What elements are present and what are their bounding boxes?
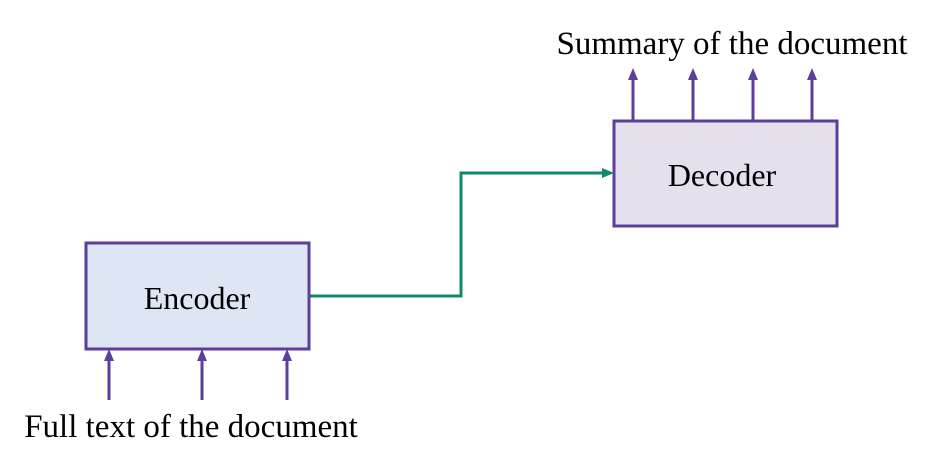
output-arrows — [628, 68, 817, 120]
encoder-box — [84, 241, 311, 351]
input-label: Full text of the document — [24, 409, 358, 445]
decoder-box — [612, 119, 839, 228]
output-label: Summary of the document — [556, 26, 907, 62]
input-arrow-1-head — [104, 349, 114, 361]
output-arrow-1-head — [628, 68, 638, 80]
encoder-to-decoder-connector — [309, 171, 603, 298]
connector-arrowhead — [602, 168, 614, 178]
decoder-label: Decoder — [668, 157, 777, 193]
encoder-label: Encoder — [144, 280, 251, 316]
output-arrow-3-head — [748, 68, 758, 80]
output-arrow-4-head — [807, 68, 817, 80]
output-arrow-2-head — [688, 68, 698, 80]
input-arrows — [104, 349, 292, 400]
input-arrow-3-head — [282, 349, 292, 361]
input-arrow-2-head — [197, 349, 207, 361]
